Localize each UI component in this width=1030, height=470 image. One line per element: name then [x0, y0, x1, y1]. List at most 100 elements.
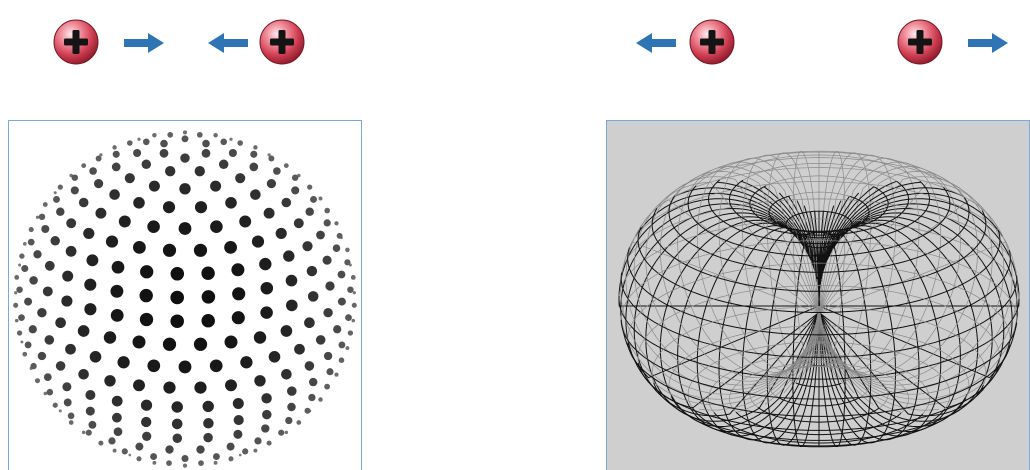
torus-ring-line	[675, 152, 965, 198]
sphere-dot	[232, 287, 245, 300]
sphere-dot	[333, 325, 341, 333]
sphere-dot	[39, 214, 45, 220]
sphere-dot	[225, 197, 237, 209]
sphere-dot	[203, 401, 214, 412]
sphere-dot	[69, 420, 74, 425]
sphere-dot	[141, 400, 152, 411]
sphere-dot	[66, 246, 77, 257]
sphere-dot	[29, 227, 34, 232]
positive-charge-icon	[258, 18, 306, 66]
sphere-dot	[234, 415, 244, 425]
sphere-dot	[203, 433, 212, 442]
sphere-dot	[294, 344, 305, 355]
sphere-dot	[316, 335, 326, 345]
sphere-dot	[163, 382, 175, 394]
sphere-dot	[112, 261, 125, 274]
sphere-dot	[86, 430, 92, 436]
sphere-dot	[173, 434, 183, 444]
sphere-dot	[326, 368, 333, 375]
sphere-dot	[163, 201, 175, 213]
wireframe-torus-image	[607, 121, 1030, 470]
sphere-dot	[62, 271, 73, 282]
sphere-dot	[348, 330, 353, 335]
sphere-dot	[181, 455, 188, 462]
sphere-dot	[250, 189, 261, 200]
sphere-dot	[53, 196, 60, 203]
sphere-dot	[141, 417, 151, 427]
sphere-dot	[78, 325, 90, 337]
sphere-dot	[252, 236, 264, 248]
sphere-dot	[147, 359, 160, 372]
sphere-dot	[13, 303, 18, 308]
sphere-dot	[111, 309, 124, 322]
sphere-dot	[268, 156, 274, 162]
sphere-dot	[170, 291, 184, 305]
sphere-dot	[41, 225, 49, 233]
sphere-dot	[21, 265, 28, 272]
sphere-dot	[135, 443, 143, 451]
torus-ring-line	[901, 399, 909, 414]
sphere-dot	[179, 183, 190, 194]
sphere-dot	[71, 186, 79, 194]
sphere-dot	[264, 208, 275, 219]
sphere-dot	[86, 407, 95, 416]
sphere-dot	[261, 424, 269, 432]
sphere-dot	[183, 130, 187, 134]
sphere-dot	[345, 314, 352, 321]
sphere-dot	[167, 132, 173, 138]
sphere-dot	[225, 379, 237, 391]
sphere-dot	[37, 308, 46, 317]
sphere-dot	[112, 396, 123, 407]
sphere-dot	[20, 340, 23, 343]
wireframe-torus-panel	[606, 120, 1030, 470]
sphere-dot	[152, 133, 157, 138]
sphere-dot	[23, 242, 27, 246]
sphere-dot	[56, 361, 66, 371]
sphere-dot	[88, 421, 96, 429]
sphere-dot	[229, 138, 232, 141]
sphere-dot	[324, 384, 330, 390]
sphere-dot	[232, 311, 245, 324]
sphere-dot	[338, 271, 346, 279]
sphere-dot	[56, 207, 64, 215]
sphere-dot	[291, 186, 299, 194]
sphere-dot	[136, 456, 141, 461]
sphere-dot	[45, 261, 55, 271]
sphere-dot	[104, 331, 116, 343]
sphere-dot	[319, 197, 323, 201]
sphere-dot	[316, 231, 325, 240]
sphere-dot	[90, 351, 102, 363]
sphere-dot	[171, 267, 185, 281]
sphere-dot	[108, 437, 115, 444]
sphere-dot	[66, 218, 76, 228]
sphere-dot	[14, 275, 19, 280]
sphere-dot	[150, 453, 157, 460]
sphere-dot	[237, 140, 243, 146]
sphere-dot	[16, 286, 22, 292]
sphere-dot	[29, 276, 38, 285]
sphere-dot	[196, 445, 204, 453]
sphere-dot	[233, 430, 242, 439]
sphere-dot	[47, 389, 54, 396]
sphere-dot	[89, 167, 97, 175]
sphere-dot	[25, 341, 32, 348]
sphere-dot	[286, 275, 298, 287]
sphere-dot	[82, 431, 86, 435]
sphere-dot	[55, 317, 66, 328]
arrow-right-icon	[122, 32, 166, 54]
sphere-dot	[61, 296, 72, 307]
sphere-dot	[44, 373, 52, 381]
sphere-dot	[305, 207, 313, 215]
sphere-dot	[133, 379, 145, 391]
sphere-dot	[33, 250, 41, 258]
sphere-dot	[58, 184, 63, 189]
sphere-dot	[147, 220, 160, 233]
sphere-dot	[287, 403, 295, 411]
sphere-dot	[239, 216, 251, 228]
sphere-dot	[352, 303, 357, 308]
sphere-dot	[94, 179, 103, 188]
sphere-dot	[214, 461, 218, 465]
torus-ring-line	[923, 399, 930, 414]
sphere-dot	[14, 291, 17, 294]
